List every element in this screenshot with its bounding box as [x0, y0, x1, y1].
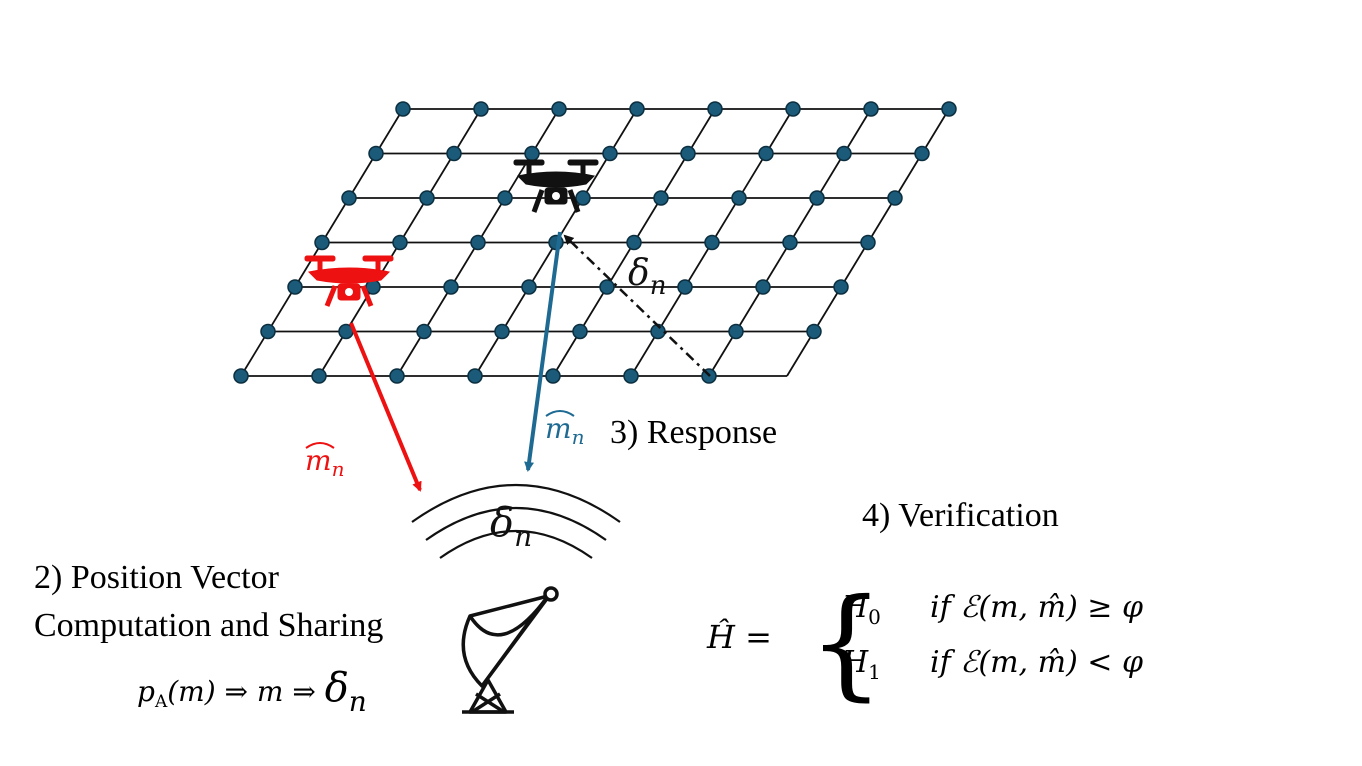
grid-node: [341, 190, 357, 206]
attacker-response-arrow: [349, 322, 422, 492]
grid-node: [602, 145, 618, 162]
grid-node: [392, 234, 408, 251]
legit-response-arrow: [524, 231, 562, 472]
hypothesis-lhs: Ĥ =: [706, 618, 772, 656]
position-label-line2: Computation and Sharing: [34, 607, 383, 644]
grid-node: [467, 368, 483, 384]
grid-node: [446, 145, 462, 162]
grid-node: [443, 279, 459, 295]
grid-node: [782, 234, 798, 251]
hypothesis-brace: {: [808, 574, 884, 713]
grid-node: [311, 368, 327, 384]
grid-node: [494, 323, 510, 340]
signal-waves-icon: [411, 483, 621, 559]
grid-node: [470, 234, 486, 251]
grid-node: [758, 145, 774, 162]
grid-node: [785, 101, 801, 117]
response-label: 3) Response: [610, 414, 777, 451]
grid-node: [572, 323, 588, 340]
grid-node: [599, 279, 615, 295]
grid-node: [524, 145, 540, 162]
grid-node: [419, 190, 435, 206]
drone-icon: [304, 255, 394, 307]
grid-node: [629, 101, 645, 117]
grid-node: [626, 234, 642, 251]
station-delta-label: δn: [490, 500, 532, 553]
grid-node: [416, 323, 432, 340]
grid-node: [314, 234, 330, 251]
satellite-dish-icon: [461, 586, 559, 714]
grid-node: [809, 190, 825, 206]
position-label-line1: 2) Position Vector: [34, 559, 280, 596]
grid-node: [887, 190, 903, 206]
grid-node: [941, 101, 957, 117]
grid-node: [551, 101, 567, 117]
position-grid-nodes: [233, 101, 957, 384]
drone-icon: [513, 159, 599, 213]
grid-node: [860, 234, 876, 251]
grid-node: [233, 368, 249, 384]
grid-node: [728, 323, 744, 340]
verification-label: 4) Verification: [862, 497, 1059, 534]
red-hat: [305, 442, 335, 449]
grid-node: [545, 368, 561, 384]
grid-node: [704, 234, 720, 251]
grid-node: [623, 368, 639, 384]
grid-node: [521, 279, 537, 295]
grid-node: [806, 323, 822, 340]
distance-arrow: [563, 234, 711, 377]
attacker-m-hat-label: mn: [305, 444, 344, 481]
grid-node: [287, 279, 303, 295]
grid-delta-label: δn: [628, 253, 666, 301]
grid-node: [575, 190, 591, 206]
grid-node: [260, 323, 276, 340]
grid-node: [389, 368, 405, 384]
grid-node: [497, 190, 513, 206]
grid-node: [863, 101, 879, 117]
grid-node: [731, 190, 747, 206]
grid-node: [677, 279, 693, 295]
grid-node: [833, 279, 849, 295]
grid-node: [368, 145, 384, 162]
grid-node: [680, 145, 696, 162]
legit-m-hat-label: mn: [545, 412, 584, 449]
blue-hat: [545, 410, 575, 417]
grid-node: [473, 101, 489, 117]
position-chain-formula: pA(m) ⇒ m ⇒ δn: [137, 665, 367, 718]
grid-node: [836, 145, 852, 162]
grid-node: [755, 279, 771, 295]
grid-node: [395, 101, 411, 117]
grid-node: [707, 101, 723, 117]
grid-node: [653, 190, 669, 206]
grid-node: [914, 145, 930, 162]
